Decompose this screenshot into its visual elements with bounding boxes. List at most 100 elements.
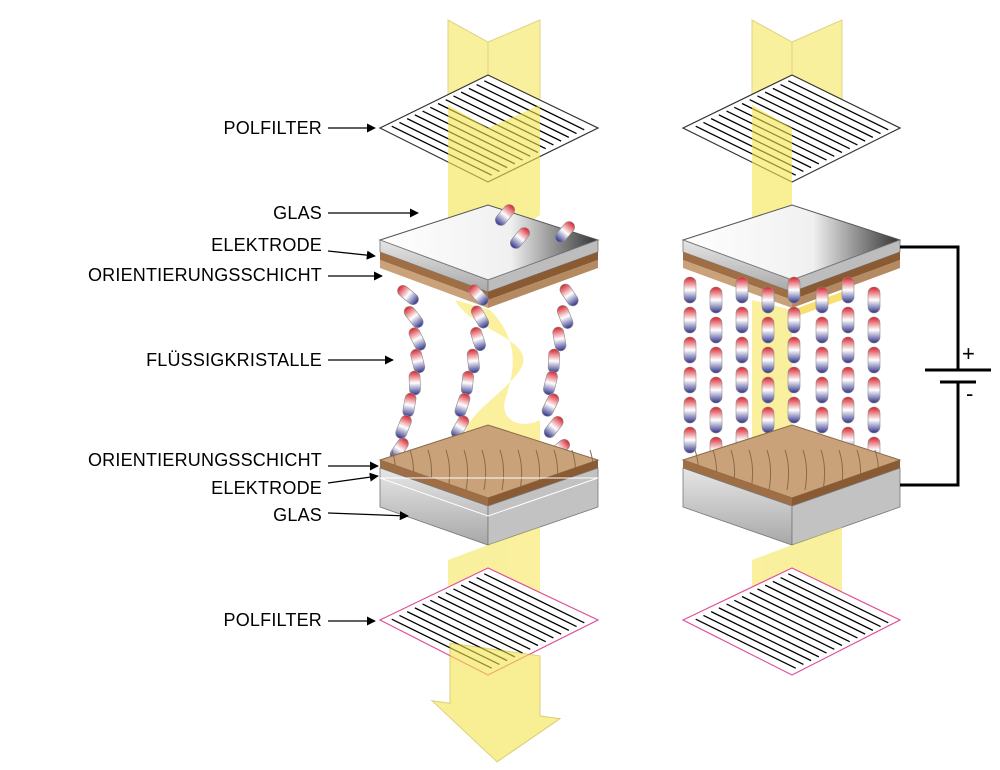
label-fluessigkristalle: FLÜSSIGKRISTALLE xyxy=(146,350,322,370)
molecule xyxy=(787,276,801,304)
filter-line xyxy=(422,603,523,654)
filter-line xyxy=(764,584,866,635)
molecule xyxy=(454,393,471,417)
molecule xyxy=(683,306,697,334)
groove xyxy=(481,449,487,491)
filter-line xyxy=(787,573,889,624)
molecule xyxy=(709,316,723,344)
filter-line xyxy=(429,599,531,650)
molecule xyxy=(395,415,412,439)
pointer-elektrode-top xyxy=(327,250,376,260)
filter-line xyxy=(764,91,866,142)
groove xyxy=(820,449,826,491)
molecule xyxy=(555,221,575,243)
filter-line xyxy=(468,580,570,631)
molecule xyxy=(410,348,426,374)
molecule xyxy=(403,306,424,328)
molecule xyxy=(709,346,723,374)
molecule xyxy=(761,346,775,374)
molecule xyxy=(761,286,775,314)
molecule xyxy=(867,346,881,374)
filter-line xyxy=(453,588,554,639)
molecule xyxy=(735,336,749,364)
filter-line xyxy=(414,607,516,658)
molecule xyxy=(867,316,881,344)
molecule xyxy=(761,316,775,344)
label-orientierungsschicht-top: ORIENTIERUNGSSCHICHT xyxy=(87,265,322,285)
molecule xyxy=(815,316,829,344)
filter-line xyxy=(483,573,585,624)
filter-line xyxy=(460,91,562,142)
battery-plus-sign: + xyxy=(962,341,975,366)
groove xyxy=(517,449,523,491)
molecule xyxy=(815,346,829,374)
bottom-stack-right xyxy=(681,424,902,546)
molecule xyxy=(552,326,567,352)
molecule xyxy=(683,336,697,364)
filter-line xyxy=(468,87,570,138)
molecule xyxy=(841,366,855,394)
molecule xyxy=(510,227,530,249)
battery-circuit xyxy=(900,245,991,487)
molecule xyxy=(761,376,775,404)
bottom-stack-left xyxy=(378,424,600,546)
right-cell-on-state xyxy=(681,19,991,676)
molecule xyxy=(495,204,515,226)
battery-minus-sign: - xyxy=(966,381,974,406)
molecule xyxy=(541,393,560,417)
molecule xyxy=(683,276,697,304)
filter-line xyxy=(710,611,812,662)
filter-line xyxy=(749,99,851,150)
filter-line xyxy=(780,576,881,628)
filter-line xyxy=(787,80,889,131)
filter-line xyxy=(695,618,797,669)
molecule xyxy=(543,416,564,438)
molecule xyxy=(841,396,855,424)
molecule xyxy=(466,348,480,374)
filter-line xyxy=(741,595,843,647)
molecule xyxy=(761,406,775,434)
groove xyxy=(766,449,772,491)
groove xyxy=(802,449,808,491)
molecule xyxy=(709,406,723,434)
filter-line xyxy=(703,614,804,666)
molecule xyxy=(867,406,881,434)
label-elektrode-top: ELEKTRODE xyxy=(211,235,322,255)
molecule xyxy=(556,305,574,329)
molecule xyxy=(841,336,855,364)
label-glas-bottom: GLAS xyxy=(273,505,322,525)
molecule xyxy=(787,306,801,334)
polfilter-bottom-right xyxy=(681,567,902,676)
molecule xyxy=(470,305,490,329)
molecule xyxy=(735,366,749,394)
filter-line xyxy=(733,599,835,650)
filter-line xyxy=(437,595,539,647)
molecule xyxy=(402,392,417,418)
molecule xyxy=(815,376,829,404)
molecule xyxy=(397,285,419,305)
molecule xyxy=(815,406,829,434)
filter-line xyxy=(718,607,820,658)
molecule xyxy=(787,396,801,424)
pointer-elektrode-bottom xyxy=(327,472,379,484)
groove xyxy=(499,449,505,491)
label-elektrode-bottom: ELEKTRODE xyxy=(211,478,322,498)
filter-line xyxy=(757,95,858,146)
molecule xyxy=(460,370,474,396)
molecule xyxy=(735,276,749,304)
filter-line xyxy=(757,588,858,639)
molecule xyxy=(787,366,801,394)
molecule xyxy=(841,276,855,304)
molecule xyxy=(709,286,723,314)
filter-line xyxy=(726,603,827,654)
molecule xyxy=(841,306,855,334)
molecule xyxy=(468,284,489,306)
output-light-arrow xyxy=(430,642,562,763)
label-polfilter-top: POLFILTER xyxy=(223,118,322,138)
molecule xyxy=(470,327,486,351)
molecule xyxy=(867,286,881,314)
molecule xyxy=(735,396,749,424)
molecule xyxy=(683,396,697,424)
glass-top-left xyxy=(378,204,600,308)
molecule xyxy=(543,370,558,396)
